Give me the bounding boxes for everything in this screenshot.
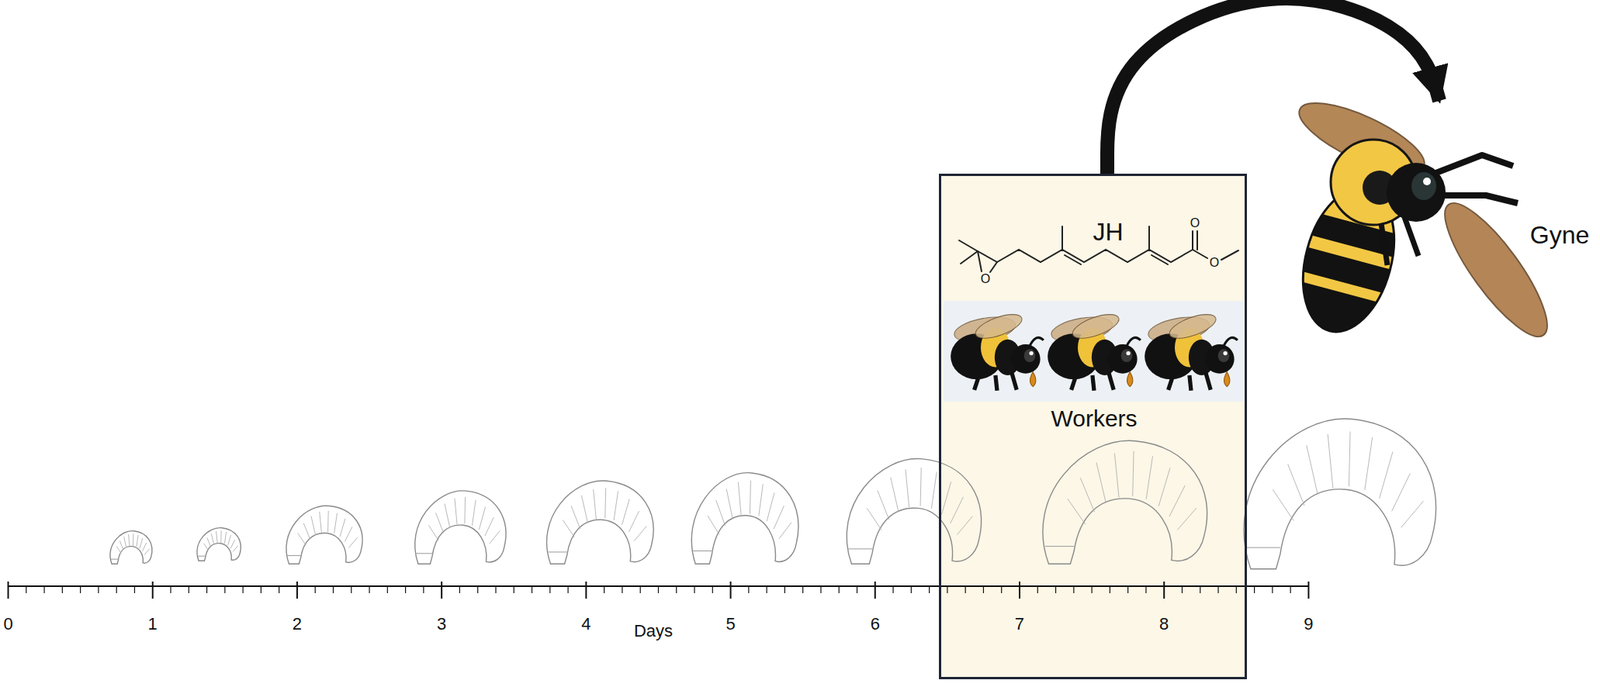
larva [197,528,241,562]
day-tick-label: 7 [1014,614,1025,634]
day-tick-label: 9 [1303,614,1313,634]
gyne-label: Gyne [1530,221,1590,250]
curved-arrow [1107,0,1440,174]
larva [691,473,799,565]
larvae [110,419,1437,570]
larva [415,491,506,565]
gyne-illustration [1284,89,1562,349]
time-axis [8,581,1310,600]
workers-illustration [943,301,1244,402]
connectors [1107,0,1440,174]
hormone-label: JH [1092,218,1123,247]
day-tick-label: 8 [1159,614,1169,634]
workers-label: Workers [1050,405,1137,433]
larva [1243,419,1437,570]
axis-title: Days [633,621,673,641]
atom-label: O [980,272,991,287]
day-tick-label: 6 [870,614,880,634]
stage-window-box: JH Workers [938,173,1247,680]
day-tick-label: 5 [725,614,735,634]
gyne-node: Gyne [1288,100,1599,357]
day-tick-label: 4 [581,614,591,634]
window-fill [940,175,1246,679]
day-tick-label: 0 [3,614,13,634]
day-tick-label: 3 [436,614,447,634]
larva [547,481,655,565]
larva [110,531,153,565]
larva [1042,440,1208,565]
day-tick-label: 2 [292,614,302,634]
day-tick-label: 1 [148,614,158,634]
atom-label: O [1190,216,1200,231]
larva [846,459,981,565]
atom-label: O [1209,256,1220,271]
larva [286,505,363,565]
